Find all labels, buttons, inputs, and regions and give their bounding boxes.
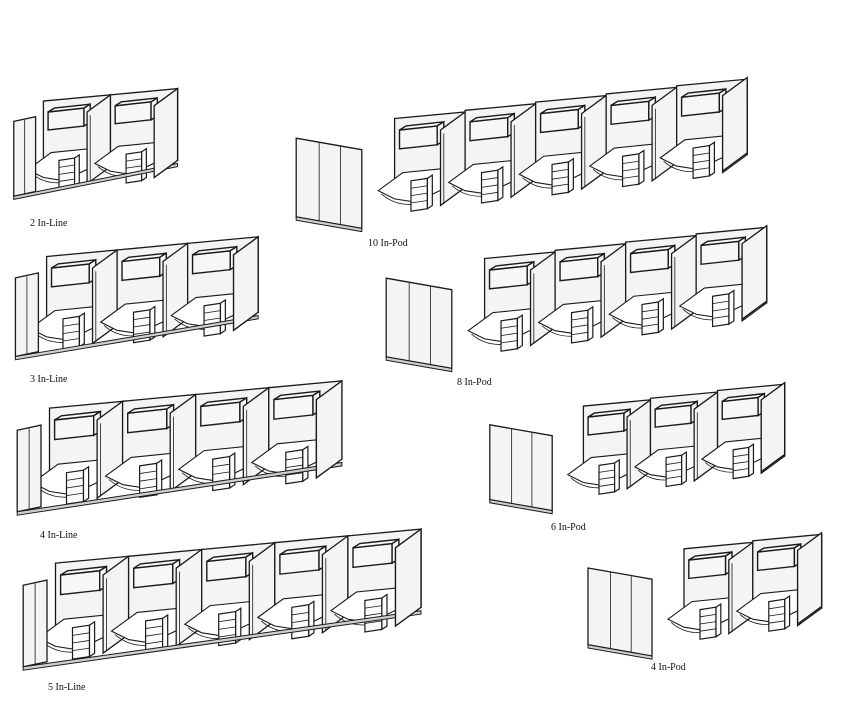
label-2-in-line: 2 In-Line [30,218,68,229]
label-5-in-line: 5 In-Line [48,682,86,693]
pod-layout-4 [587,531,823,660]
inline-layout-4 [16,379,343,516]
inline-layout-5 [22,527,422,671]
label-8-in-pod: 8 In-Pod [457,377,492,388]
inline-layout-2 [13,87,179,200]
inline-layout-3 [14,235,259,361]
label-10-in-pod: 10 In-Pod [368,238,408,249]
pod-layout-6 [489,381,786,515]
pod-layout-8 [385,224,768,373]
label-4-in-pod: 4 In-Pod [651,662,686,673]
label-3-in-line: 3 In-Line [30,374,68,385]
label-6-in-pod: 6 In-Pod [551,522,586,533]
label-4-in-line: 4 In-Line [40,530,78,541]
pod-layout-10 [295,76,748,233]
